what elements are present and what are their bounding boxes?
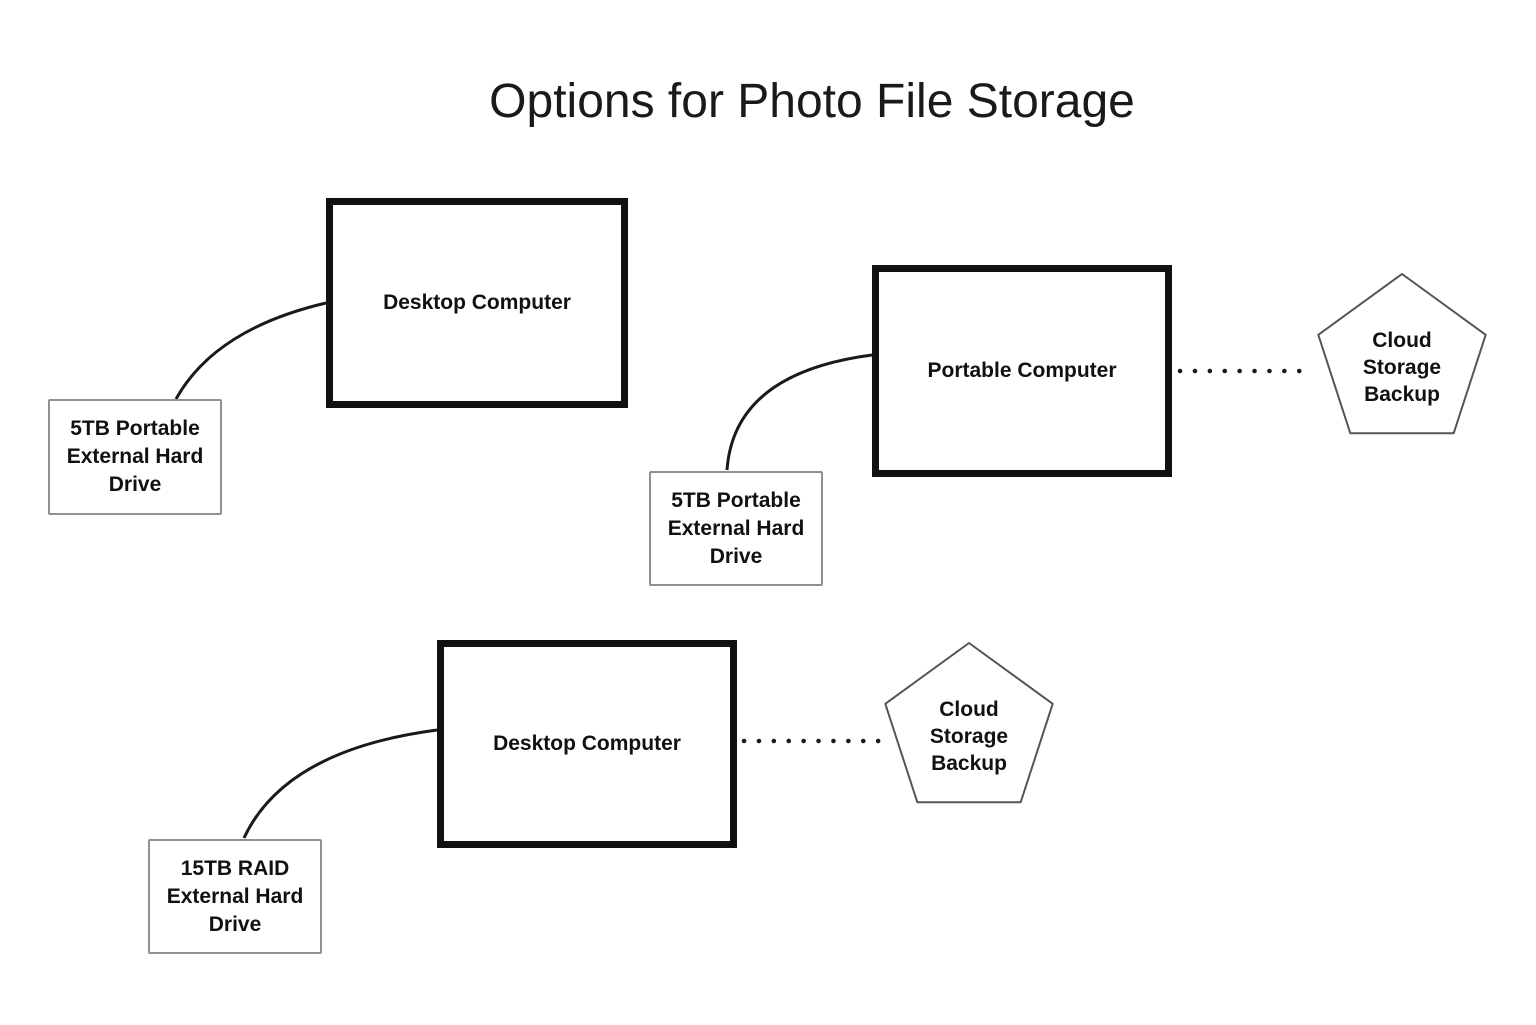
node-5tb-hdd-middle: 5TB Portable External Hard Drive bbox=[649, 471, 823, 586]
edge-hdd-to-portable bbox=[725, 353, 873, 471]
node-desktop-computer-bottom: Desktop Computer bbox=[437, 640, 737, 848]
pentagon-cloud-bottom bbox=[884, 642, 1054, 804]
node-portable-computer: Portable Computer bbox=[872, 265, 1172, 477]
node-desktop-computer-top: Desktop Computer bbox=[326, 198, 628, 408]
node-label-desktop-bottom: Desktop Computer bbox=[493, 732, 681, 755]
node-label-raid: 15TB RAID External Hard Drive bbox=[166, 856, 304, 936]
node-5tb-hdd-top-left: 5TB Portable External Hard Drive bbox=[48, 399, 222, 515]
edge-raid-to-desktop-bottom bbox=[242, 728, 438, 839]
node-label-cloud-top: Cloud Storage Backup bbox=[1362, 329, 1442, 406]
pentagon-cloud-top bbox=[1317, 273, 1487, 435]
node-label-portable: Portable Computer bbox=[927, 359, 1117, 382]
diagram-title: Options for Photo File Storage bbox=[489, 75, 1135, 128]
node-label-hdd-middle: 5TB Portable External Hard Drive bbox=[667, 488, 805, 568]
node-label-hdd-top-left: 5TB Portable External Hard Drive bbox=[66, 417, 204, 496]
edge-hdd-to-desktop-top bbox=[174, 301, 327, 400]
node-label-cloud-bottom: Cloud Storage Backup bbox=[929, 698, 1009, 775]
node-15tb-raid: 15TB RAID External Hard Drive bbox=[148, 839, 322, 954]
node-label-desktop-top: Desktop Computer bbox=[383, 291, 571, 314]
